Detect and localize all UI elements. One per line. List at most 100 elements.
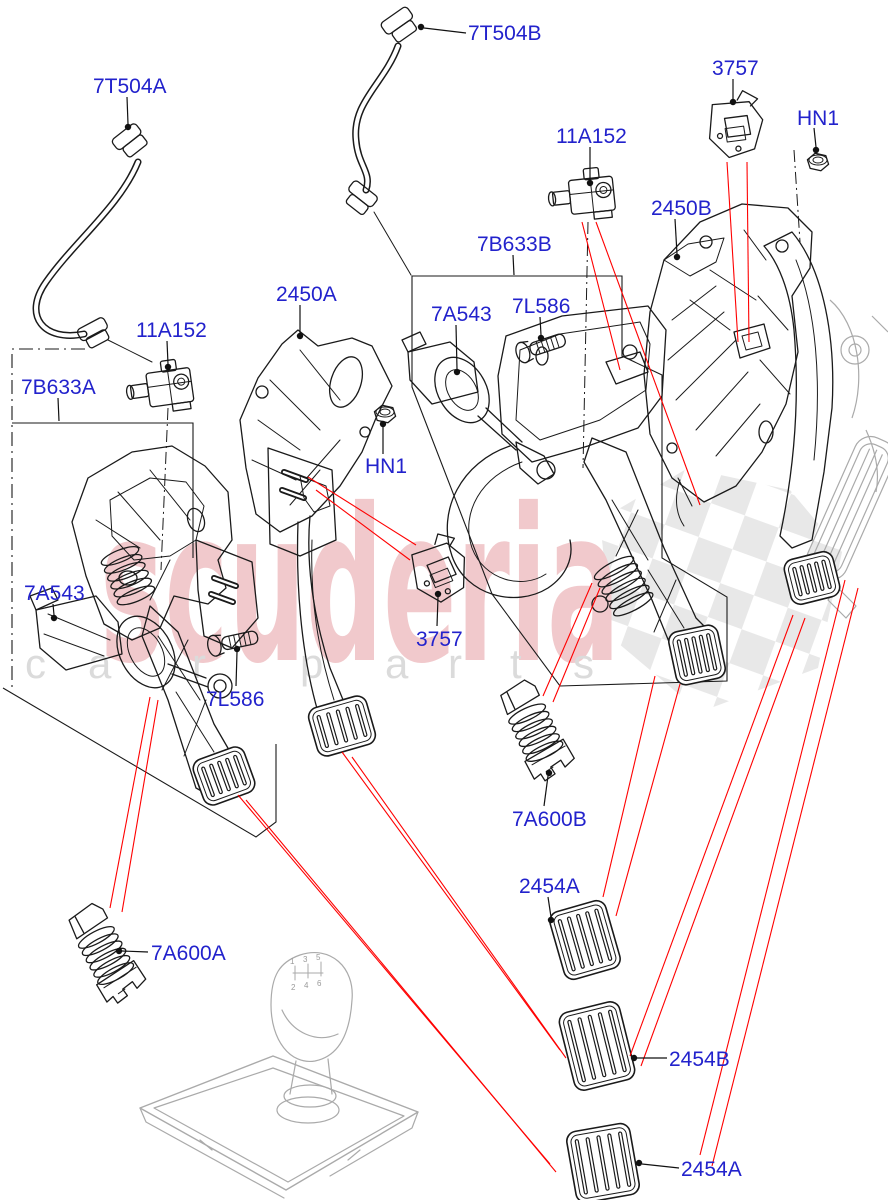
bolt-7L586-middle-drawing [515, 333, 566, 364]
leader-dot-7A600A [115, 947, 123, 955]
pedal-spring-middle-drawing [593, 555, 654, 617]
brake-pedal-pad-middle-drawing [667, 624, 727, 686]
svg-text:6: 6 [317, 979, 322, 988]
stoplamp-switch-11A152-left-drawing [125, 358, 195, 412]
part-label-2450B-5[interactable]: 2450B [651, 197, 712, 220]
part-label-7A543-8[interactable]: 7A543 [431, 303, 492, 326]
bracket-3757-center-drawing [411, 533, 466, 603]
leader-line-7L586 [539, 316, 542, 336]
watermark-letter: t [510, 640, 522, 687]
part-label-7L586-14[interactable]: 7L586 [206, 688, 264, 711]
part-labels: 7T504A7T504B3757HN111A1522450B7B633B2450… [21, 22, 839, 1181]
leader-line-2454A [547, 896, 552, 918]
center-axis-lines [160, 149, 801, 571]
part-label-2454A-18[interactable]: 2454A [519, 875, 580, 898]
svg-text:4: 4 [304, 981, 309, 990]
part-label-7L586-9[interactable]: 7L586 [512, 295, 570, 318]
pad-2454B-drawing [558, 1001, 636, 1091]
bolt-7L586-left-drawing [207, 630, 259, 657]
leader-dot-2450A [296, 332, 304, 340]
leader-dot-11A152 [164, 363, 172, 371]
part-label-7B633A-11[interactable]: 7B633A [21, 376, 96, 399]
part-label-7T504A-0[interactable]: 7T504A [93, 75, 167, 98]
clutch-pedal-pad-drawing [192, 746, 256, 806]
part-label-7A600B-17[interactable]: 7A600B [512, 808, 587, 831]
spring-boot-7A600A-drawing [68, 902, 147, 1004]
svg-text:5: 5 [316, 953, 321, 962]
leader-dot-HN1 [812, 146, 820, 154]
leader-line-2454A [641, 1163, 680, 1169]
leader-line-7B633A [57, 397, 60, 422]
watermark-letter: c [25, 640, 46, 687]
part-label-3757-2[interactable]: 3757 [712, 57, 759, 80]
pad-2454A-bottom-drawing [566, 1122, 640, 1200]
pad-2454A-top-drawing [549, 899, 621, 981]
part-label-7A600A-16[interactable]: 7A600A [151, 942, 226, 965]
leader-line-2450B [674, 218, 678, 255]
leader-line-7T504A [126, 96, 129, 125]
leader-line-3757 [436, 596, 439, 627]
small-parts-layer [68, 90, 841, 1200]
leader-line-7A543 [52, 603, 55, 616]
watermark-letter: r [448, 640, 462, 687]
nut-HN1-middle-drawing [373, 404, 397, 424]
part-label-2450A-7[interactable]: 2450A [276, 283, 337, 306]
bracket-3757-top-drawing [708, 90, 764, 159]
watermark-letter: a [88, 640, 112, 687]
hose-7T504A-drawing [32, 123, 153, 363]
leader-dot-11A152 [586, 179, 594, 187]
leader-dot-7T504A [124, 123, 132, 131]
leader-dot-3757 [434, 590, 442, 598]
leader-line-HN1 [813, 127, 817, 148]
part-label-3757-15[interactable]: 3757 [416, 628, 463, 651]
spring-boot-7A600B-drawing [500, 679, 575, 782]
watermark-letter: r [192, 640, 206, 687]
hose-7T504B-drawing [345, 6, 418, 276]
part-label-2454B-19[interactable]: 2454B [669, 1048, 730, 1071]
watermark-letter: a [385, 640, 409, 687]
part-label-2454A-20[interactable]: 2454A [681, 1158, 742, 1181]
leader-dot-7T504B [417, 23, 425, 31]
leader-dot-2454A [547, 916, 555, 924]
leader-line-7B633B [512, 254, 515, 276]
svg-text:2: 2 [291, 983, 296, 992]
assembly-box-7B633B [411, 275, 728, 687]
brake-pedal-pad-right-drawing [783, 550, 841, 606]
brand-watermark: scuderia [100, 463, 620, 710]
pedal-assembly-2450B-drawing [643, 203, 834, 549]
leader-line-7L586 [235, 651, 238, 687]
leader-dot-2450B [673, 253, 681, 261]
watermark-letter: s [573, 640, 594, 687]
leader-dot-3757 [729, 98, 737, 106]
part-label-HN1-12[interactable]: HN1 [365, 455, 407, 478]
leader-dot-7L586 [233, 645, 241, 653]
part-label-7A543-13[interactable]: 7A543 [24, 582, 85, 605]
watermark-letter: p [300, 640, 323, 687]
part-label-11A152-10[interactable]: 11A152 [136, 319, 207, 342]
part-label-7T504B-1[interactable]: 7T504B [468, 22, 542, 45]
leader-dot-2454A [635, 1159, 643, 1167]
leader-lines [50, 23, 820, 1169]
svg-text:1: 1 [290, 957, 295, 966]
leader-line-7A600B [543, 775, 549, 807]
part-label-7B633B-6[interactable]: 7B633B [477, 233, 552, 256]
assembly-box-7B633A-dash [11, 348, 85, 688]
assembly-box-7B633A-bottom [2, 687, 277, 838]
assembly-box-7B633A-top [12, 422, 194, 558]
leader-line-7T504B [423, 27, 467, 34]
leader-line-11A152 [166, 340, 169, 365]
stoplamp-switch-11A152-right-drawing [547, 166, 616, 220]
leader-dot-7A543 [50, 614, 58, 622]
pedal-spring-left-drawing [100, 546, 156, 606]
red-reference-lines [109, 161, 859, 1173]
part-label-HN1-3[interactable]: HN1 [797, 107, 839, 130]
leader-dot-7A600B [545, 769, 553, 777]
pedal-bracket-2450A-drawing [239, 329, 393, 751]
leader-dot-2454B [630, 1054, 638, 1062]
part-label-11A152-4[interactable]: 11A152 [556, 125, 627, 148]
line-art-layer [29, 6, 834, 801]
leader-dot-HN1 [379, 420, 387, 428]
